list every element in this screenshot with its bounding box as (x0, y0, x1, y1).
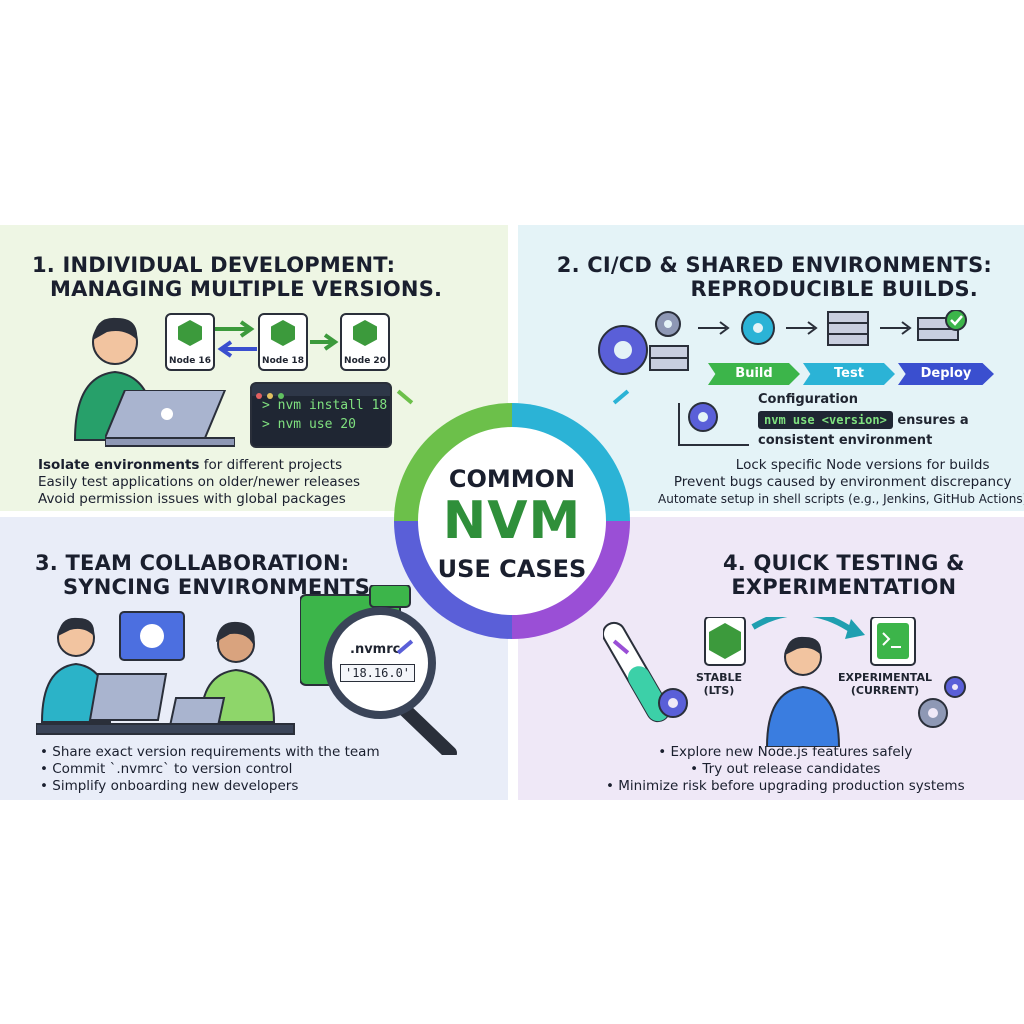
title-line-1: 1. INDIVIDUAL DEVELOPMENT: (32, 253, 396, 277)
bullet-item: Automate setup in shell scripts (e.g., J… (658, 492, 1024, 506)
config-loop-illustration (678, 402, 749, 446)
bullet-item: • Share exact version requirements with … (40, 744, 380, 760)
node-hex-icon (178, 320, 202, 346)
infographic: 1. INDIVIDUAL DEVELOPMENT: MANAGING MULT… (0, 225, 1024, 800)
experimental-label-line: EXPERIMENTAL (838, 671, 932, 684)
experimental-label: EXPERIMENTAL (CURRENT) (838, 671, 932, 697)
node-label: Node 20 (344, 356, 386, 366)
config-command-line: nvm use <version> ensures a (758, 411, 969, 429)
bullet-item: • Commit `.nvmrc` to version control (40, 761, 293, 777)
title-line-1: 2. CI/CD & SHARED ENVIRONMENTS: (556, 253, 992, 277)
bullet-item: Isolate environments for different proje… (38, 457, 360, 474)
bullet-list: Isolate environments for different proje… (38, 457, 360, 508)
team-illustration (36, 611, 295, 735)
bullet-bold: Isolate environments (38, 457, 200, 473)
title-line-2: REPRODUCIBLE BUILDS. (690, 277, 978, 301)
laptop-icon (105, 390, 235, 447)
config-text: ensures a (897, 413, 969, 428)
title-line-2: MANAGING MULTIPLE VERSIONS. (50, 277, 443, 301)
bullet-item: Lock specific Node versions for builds (735, 457, 990, 473)
gear-icon (598, 325, 648, 375)
center-title-nvm: NVM (442, 491, 582, 551)
pipeline-illustration (598, 310, 967, 375)
center-title-line-3: USE CASES (437, 555, 587, 583)
pipeline-stage-test: Test (803, 363, 895, 385)
stable-label-line: (LTS) (703, 684, 735, 697)
bullet-rest: for different projects (199, 457, 343, 473)
title-line-1: 3. TEAM COLLABORATION: (35, 551, 350, 575)
experimental-label-line: (CURRENT) (850, 684, 920, 697)
panel-title: 1. INDIVIDUAL DEVELOPMENT: MANAGING MULT… (32, 253, 442, 301)
pipeline-stage-deploy: Deploy (898, 363, 994, 385)
panel-title: 2. CI/CD & SHARED ENVIRONMENTS: REPRODUC… (557, 253, 992, 301)
bullet-item: • Simplify onboarding new developers (40, 778, 299, 794)
title-line-2: EXPERIMENTATION (731, 575, 957, 599)
bullet-item: • Minimize risk before upgrading product… (606, 778, 965, 794)
pipeline-stage-build: Build (708, 363, 800, 385)
center-badge: COMMON NVM USE CASES (394, 403, 630, 639)
node-hex-icon (271, 320, 295, 346)
swap-arrows-icon (215, 320, 257, 358)
bullet-list: • Explore new Node.js features safely • … (606, 744, 965, 795)
terminal-window: > nvm install 18 > nvm use 20 (250, 382, 392, 448)
nvmrc-file-illustration (300, 585, 457, 755)
panel-ci-cd: 2. CI/CD & SHARED ENVIRONMENTS: REPRODUC… (518, 225, 1024, 511)
bullet-list: Lock specific Node versions for builds P… (658, 457, 1024, 508)
panel-title: 4. QUICK TESTING & EXPERIMENTATION (723, 551, 965, 599)
center-title-line-1: COMMON (448, 465, 576, 493)
config-label: Configuration (758, 392, 858, 407)
config-text-line2: consistent environment (758, 433, 933, 448)
title-line-1: 4. QUICK TESTING & (723, 551, 965, 575)
center-badge-inner: COMMON NVM USE CASES (418, 427, 606, 615)
bullet-item: Prevent bugs caused by environment discr… (673, 474, 1012, 490)
stable-label-line: STABLE (696, 671, 742, 684)
terminal-titlebar (252, 384, 390, 399)
nvmrc-file-name: .nvmrc (350, 642, 401, 657)
terminal-line: > nvm use 20 (262, 417, 356, 432)
bullet-item: Easily test applications on older/newer … (38, 474, 361, 490)
bullet-item: • Try out release candidates (690, 761, 881, 777)
arrow-right-icon (310, 333, 339, 351)
config-command: nvm use <version> (758, 411, 893, 429)
node-hex-icon (353, 320, 377, 346)
stable-label: STABLE (LTS) (696, 671, 742, 697)
node-16-card: Node 16 (165, 313, 215, 371)
terminal-line: > nvm install 18 (262, 398, 388, 413)
nvmrc-file-value: '18.16.0' (340, 664, 416, 682)
node-label: Node 16 (169, 356, 211, 366)
node-label: Node 18 (262, 356, 304, 366)
bullet-item: Avoid permission issues with global pack… (38, 491, 346, 507)
panel-individual-development: 1. INDIVIDUAL DEVELOPMENT: MANAGING MULT… (0, 225, 508, 511)
bullet-list: • Share exact version requirements with … (40, 744, 380, 795)
node-18-card: Node 18 (258, 313, 308, 371)
check-icon (945, 310, 967, 331)
node-20-card: Node 20 (340, 313, 390, 371)
bullet-item: • Explore new Node.js features safely (658, 744, 913, 760)
